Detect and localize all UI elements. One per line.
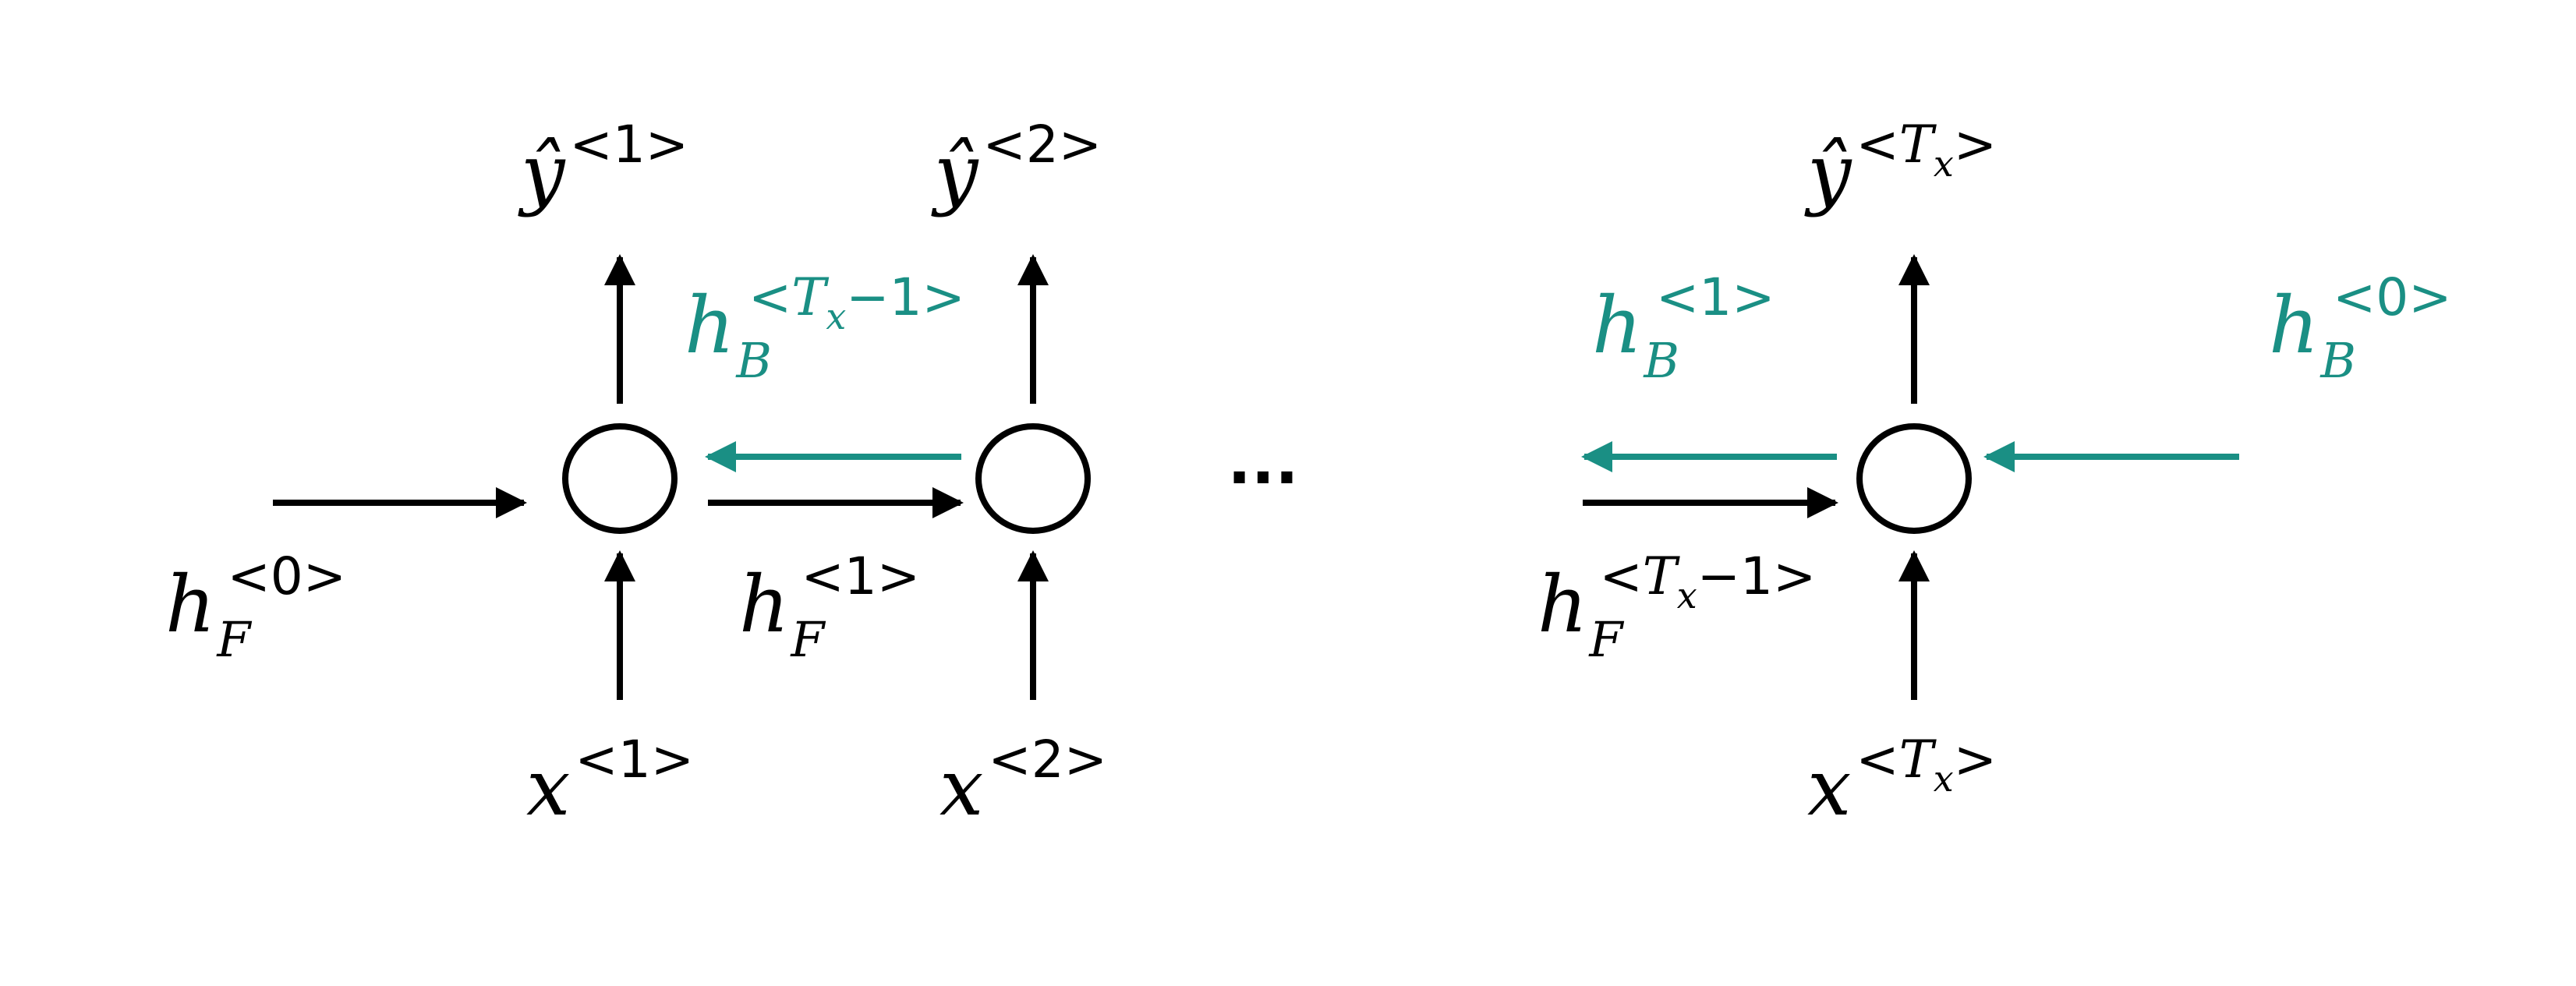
- backward-state-label-1: hB<1>: [1592, 267, 1775, 389]
- output-label-y2: ŷ<2>: [931, 115, 1102, 218]
- input-label-x1: x<1>: [526, 730, 694, 833]
- backward-state-label-0: hB<0>: [2269, 267, 2452, 389]
- forward-state-label-0: hF<0>: [165, 546, 346, 668]
- output-label-ytx: ŷ<Tx>: [1804, 115, 1997, 218]
- backward-state-label-tx-minus-1: hB<Tx−1>: [685, 267, 965, 389]
- output-label-y1: ŷ<1>: [518, 115, 688, 218]
- forward-state-label-tx-minus-1: hF<Tx−1>: [1537, 546, 1816, 668]
- rnn-cell-tx: [1856, 423, 1972, 534]
- ellipsis: ...: [1227, 426, 1298, 498]
- input-label-x2: x<2>: [939, 730, 1107, 833]
- rnn-cell-1: [562, 423, 678, 534]
- forward-state-label-1: hF<1>: [739, 546, 920, 668]
- input-label-xtx: x<Tx>: [1807, 730, 1997, 833]
- rnn-cell-2: [975, 423, 1091, 534]
